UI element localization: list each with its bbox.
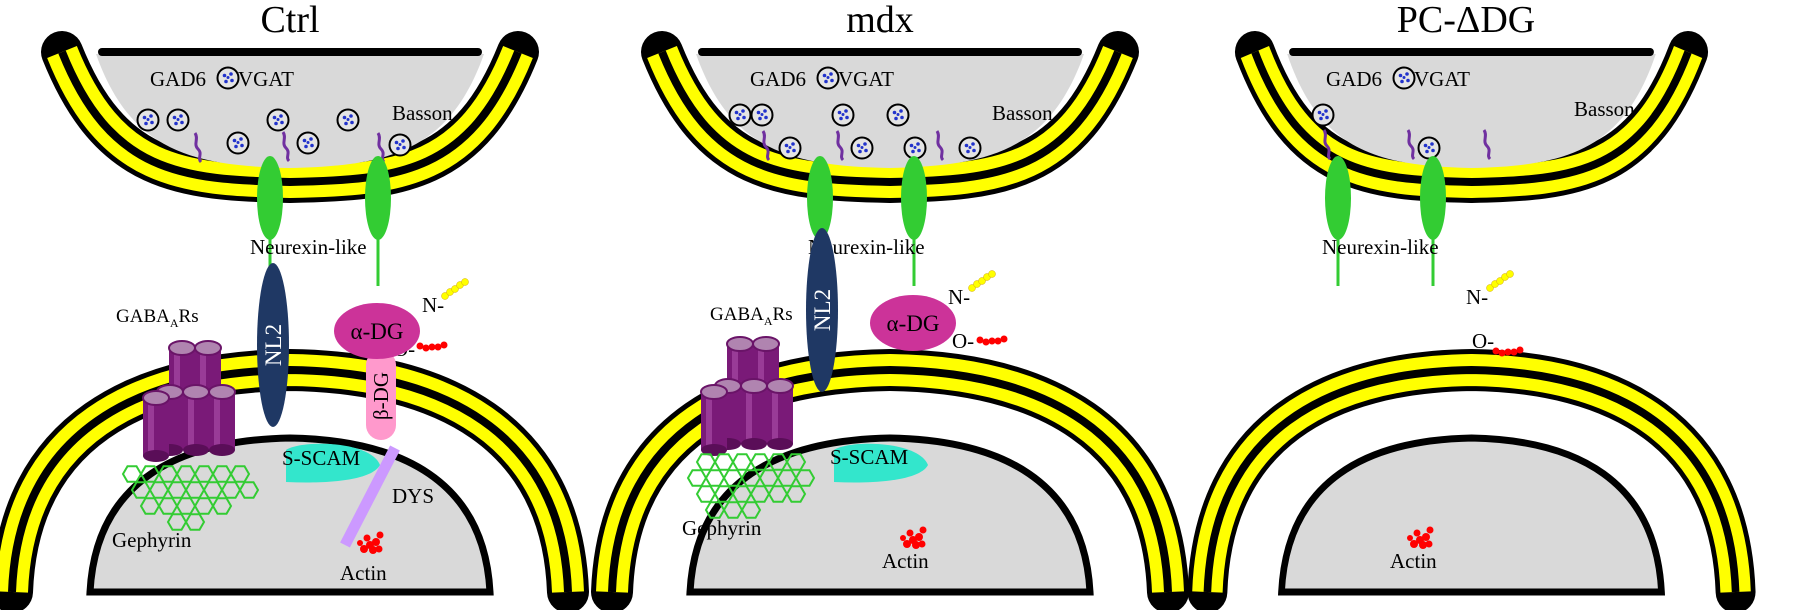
- nl2-protein: [806, 228, 838, 392]
- neurexin-like-right: [1418, 154, 1448, 288]
- o-term-label: O-: [952, 329, 974, 353]
- dys-label: DYS: [392, 484, 434, 508]
- o-glycan-chain: [1492, 346, 1524, 357]
- beta-dg-protein: [366, 350, 396, 440]
- panel-pc-delta-dg: PC-ΔDG GAD6 VGAT Basson Neurexin-like N-…: [1207, 0, 1735, 592]
- o-glycan-chain: [416, 341, 448, 352]
- gaba-label: GABAARs: [710, 304, 793, 328]
- n-term-label: N-: [1466, 285, 1488, 309]
- panel-mdx: mdx GAD6 VGAT Basson Neurexin-like N- O-: [612, 0, 1168, 592]
- panel-title: PC-ΔDG: [1397, 0, 1535, 41]
- vgat-label: VGAT: [1414, 67, 1470, 91]
- actin-label: Actin: [340, 561, 387, 585]
- panel-ctrl: Ctrl GAD6 VGAT Basson Neurexin-like N- O…: [12, 0, 568, 592]
- postsynaptic-terminal: [1207, 370, 1735, 592]
- sscam-label: S-SCAM: [830, 445, 909, 469]
- beta-dg-label: β-DG: [369, 372, 393, 420]
- gaba-receptor-cluster: [700, 336, 794, 457]
- nl2-label: NL2: [810, 289, 835, 331]
- neurexin-like-left: [1323, 154, 1353, 288]
- actin-label: Actin: [1390, 549, 1437, 573]
- nl2-protein: [257, 263, 289, 427]
- alpha-dg-label: α-DG: [351, 319, 404, 344]
- neurexin-like-right: [899, 154, 929, 288]
- o-glycan-chain: [976, 335, 1008, 346]
- sscam-label: S-SCAM: [282, 446, 361, 470]
- vesicle-icon: [1392, 66, 1416, 90]
- panel-title: Ctrl: [260, 0, 319, 41]
- sscam-protein: [286, 443, 380, 483]
- basson-label: Basson: [1574, 97, 1635, 121]
- n-term-label: N-: [948, 285, 970, 309]
- vesicle-icon: [816, 66, 840, 90]
- gaba-label: GABAARs: [116, 306, 199, 330]
- actin-label: Actin: [882, 549, 929, 573]
- sscam-protein: [834, 443, 928, 483]
- alpha-dg-label: α-DG: [887, 311, 940, 336]
- gephyrin-label: Gephyrin: [682, 516, 762, 540]
- neurexin-label: Neurexin-like: [1322, 235, 1439, 259]
- neurexin-like-right: [363, 154, 393, 288]
- n-glycan-chain: [441, 278, 469, 300]
- nl2-label: NL2: [261, 324, 286, 366]
- vgat-label: VGAT: [238, 67, 294, 91]
- panel-title: mdx: [846, 0, 914, 41]
- gad-label: GAD6: [750, 67, 806, 91]
- gad-label: GAD6: [1326, 67, 1382, 91]
- n-glycan-chain: [1486, 270, 1514, 292]
- basson-label: Basson: [992, 101, 1053, 125]
- o-term-label: O-: [1472, 329, 1494, 353]
- alpha-dg-protein: [334, 303, 420, 359]
- n-term-label: N-: [422, 293, 444, 317]
- alpha-dg-protein: [870, 295, 956, 351]
- neurexin-label: Neurexin-like: [250, 235, 367, 259]
- vgat-label: VGAT: [838, 67, 894, 91]
- vesicle-icon: [216, 66, 240, 90]
- basson-label: Basson: [392, 101, 453, 125]
- gephyrin-label: Gephyrin: [112, 528, 192, 552]
- dys-rod: [340, 445, 400, 548]
- n-glycan-chain: [968, 270, 996, 292]
- gad-label: GAD6: [150, 67, 206, 91]
